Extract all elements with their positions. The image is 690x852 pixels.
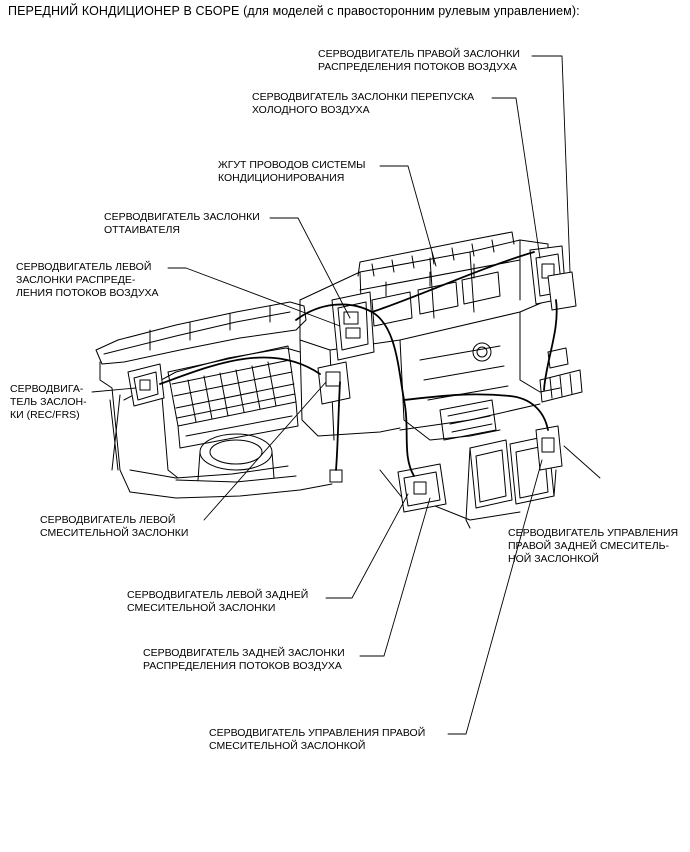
label-line: СМЕСИТЕЛЬНОЙ ЗАСЛОНКИ	[127, 602, 276, 614]
label-line: ХОЛОДНОГО ВОЗДУХА	[252, 104, 370, 116]
label-line: ЖГУТ ПРОВОДОВ СИСТЕМЫ	[218, 159, 366, 171]
label-rec-frs-servo: СЕРВОДВИГА- ТЕЛЬ ЗАСЛОН- КИ (REC/FRS)	[10, 383, 87, 422]
label-line: ЗАСЛОНКИ РАСПРЕДЕ-	[16, 274, 136, 286]
label-line: СЕРВОДВИГАТЕЛЬ ЛЕВОЙ ЗАДНЕЙ	[127, 589, 309, 601]
servo-rec-frs	[127, 363, 165, 407]
diagram-title: ПЕРЕДНИЙ КОНДИЦИОНЕР В СБОРЕ (для моделе…	[8, 4, 580, 18]
blower-housing	[95, 301, 333, 499]
label-line: СЕРВОДВИГА-	[10, 383, 84, 395]
label-rear-distribution-servo: СЕРВОДВИГАТЕЛЬ ЗАДНЕЙ ЗАСЛОНКИ РАСПРЕДЕЛ…	[143, 647, 345, 673]
label-line: СЕРВОДВИГАТЕЛЬ ПРАВОЙ ЗАСЛОНКИ	[318, 48, 520, 60]
label-left-distribution-servo: СЕРВОДВИГАТЕЛЬ ЛЕВОЙ ЗАСЛОНКИ РАСПРЕДЕ- …	[16, 261, 159, 300]
servo-rear-right	[535, 425, 563, 471]
label-line: ПРАВОЙ ЗАДНЕЙ СМЕСИТЕЛЬ-	[508, 540, 670, 552]
label-wire-harness: ЖГУТ ПРОВОДОВ СИСТЕМЫ КОНДИЦИОНИРОВАНИЯ	[218, 159, 365, 185]
connector-plug	[329, 469, 343, 483]
servo-left-mix	[317, 361, 351, 405]
label-line: СЕРВОДВИГАТЕЛЬ ЗАСЛОНКИ	[104, 211, 260, 223]
leader-lines	[91, 55, 601, 735]
servo-left-distribution	[331, 291, 375, 361]
label-line: ОТТАИВАТЕЛЯ	[104, 224, 180, 236]
wire-harness	[159, 251, 558, 477]
label-cold-bypass-servo: СЕРВОДВИГАТЕЛЬ ЗАСЛОНКИ ПЕРЕПУСКА ХОЛОДН…	[252, 91, 474, 117]
label-line: ТЕЛЬ ЗАСЛОН-	[10, 396, 87, 408]
side-vents	[539, 347, 583, 403]
top-vent-grille	[357, 231, 515, 277]
label-line: ЛЕНИЯ ПОТОКОВ ВОЗДУХА	[16, 287, 159, 299]
label-line: СЕРВОДВИГАТЕЛЬ ЗАДНЕЙ ЗАСЛОНКИ	[143, 647, 345, 659]
label-left-mix-servo: СЕРВОДВИГАТЕЛЬ ЛЕВОЙ СМЕСИТЕЛЬНОЙ ЗАСЛОН…	[40, 514, 188, 540]
label-rear-right-mix-servo: СЕРВОДВИГАТЕЛЬ УПРАВЛЕНИЯ ПРАВОЙ ЗАДНЕЙ …	[508, 527, 678, 566]
servo-rear-left	[397, 463, 447, 513]
label-rear-left-mix-servo: СЕРВОДВИГАТЕЛЬ ЛЕВОЙ ЗАДНЕЙ СМЕСИТЕЛЬНОЙ…	[127, 589, 308, 615]
round-duct	[197, 433, 275, 481]
label-line: СМЕСИТЕЛЬНОЙ ЗАСЛОНКИ	[40, 527, 189, 539]
servo-right-distribution	[529, 245, 577, 311]
label-line: СЕРВОДВИГАТЕЛЬ ЛЕВОЙ	[40, 514, 176, 526]
air-filter-frame	[167, 345, 299, 449]
label-right-mix-servo: СЕРВОДВИГАТЕЛЬ УПРАВЛЕНИЯ ПРАВОЙ СМЕСИТЕ…	[209, 727, 425, 753]
label-right-distribution-servo: СЕРВОДВИГАТЕЛЬ ПРАВОЙ ЗАСЛОНКИ РАСПРЕДЕЛ…	[318, 48, 520, 74]
label-line: КОНДИЦИОНИРОВАНИЯ	[218, 172, 345, 184]
label-line: СЕРВОДВИГАТЕЛЬ ЗАСЛОНКИ ПЕРЕПУСКА	[252, 91, 475, 103]
label-line: РАСПРЕДЕЛЕНИЯ ПОТОКОВ ВОЗДУХА	[318, 61, 517, 73]
label-line: СЕРВОДВИГАТЕЛЬ УПРАВЛЕНИЯ	[508, 527, 679, 539]
label-line: СЕРВОДВИГАТЕЛЬ ЛЕВОЙ	[16, 261, 152, 273]
label-line: РАСПРЕДЕЛЕНИЯ ПОТОКОВ ВОЗДУХА	[143, 660, 342, 672]
label-line: СМЕСИТЕЛЬНОЙ ЗАСЛОНКОЙ	[209, 740, 366, 752]
label-line: СЕРВОДВИГАТЕЛЬ УПРАВЛЕНИЯ ПРАВОЙ	[209, 727, 426, 739]
label-line: НОЙ ЗАСЛОНКОЙ	[508, 553, 599, 565]
label-defroster-servo: СЕРВОДВИГАТЕЛЬ ЗАСЛОНКИ ОТТАИВАТЕЛЯ	[104, 211, 260, 237]
label-line: КИ (REC/FRS)	[10, 409, 80, 421]
